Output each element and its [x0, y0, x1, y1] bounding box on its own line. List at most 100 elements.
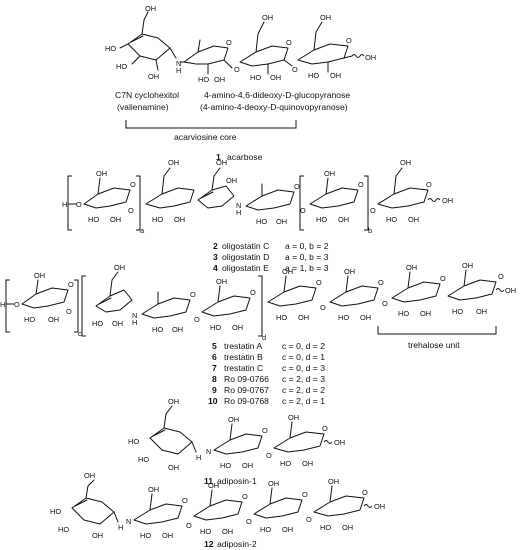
atom-label: HO [116, 62, 127, 71]
atom-label: O [190, 290, 196, 299]
atom-label: O [250, 288, 256, 297]
valienamine-annotation: C7N cyclohexitol [115, 90, 179, 100]
acarviosine-core-label: acarviosine core [174, 132, 237, 142]
atom-label: OH [92, 531, 103, 540]
atom-label: H [118, 523, 123, 532]
atom-label: OH [48, 315, 59, 324]
atom-label: O [226, 38, 232, 47]
compound-name: oligostatin D [222, 252, 269, 262]
compound-number: 10 [208, 396, 218, 406]
atom-label: O [294, 182, 300, 191]
atom-label: OH [342, 523, 353, 532]
atom-label: OH [114, 263, 125, 272]
oligostatin-structure: H O OH O HO OH a O OH HO OH OH OH N H O … [62, 158, 453, 235]
compound-params: c = 2, d = 2 [282, 385, 325, 395]
atom-label: HO [256, 217, 267, 226]
compound-name: oligostatin E [222, 263, 269, 273]
atom-label: HO [140, 531, 151, 540]
atom-label: HO [138, 455, 149, 464]
trestatin-legend: 5 trestatin A c = 0, d = 2 6 trestatin B… [208, 341, 325, 406]
atom-label: OH [328, 477, 339, 486]
atom-label: HO [398, 309, 409, 318]
compound-name: trestatin A [224, 341, 262, 351]
compound-name: Ro 09-0766 [224, 374, 269, 384]
compound-params: c = 2, d = 1 [282, 396, 325, 406]
adiposin-2-structure: OH HO HO OH H N OH O HO OH O OH O HO OH … [50, 471, 385, 540]
atom-label: HO [338, 313, 349, 322]
atom-label: OH [228, 415, 239, 424]
repeat-bracket-right [364, 175, 369, 231]
atom-label: O [362, 488, 368, 497]
atom-label: O [266, 451, 272, 460]
atom-label: HO [210, 323, 221, 332]
acarbose-structure: OH HO HO OH N H O HO OH O OH O HO OH O [105, 4, 376, 84]
atom-label: OH [338, 215, 349, 224]
atom-label: OH [145, 4, 156, 13]
compound-name: trestatin C [224, 363, 263, 373]
atom-label: OH [462, 261, 473, 270]
atom-label: OH [172, 325, 183, 334]
atom-label: OH [112, 319, 123, 328]
atom-label: HO [92, 319, 103, 328]
atom-label: H [62, 200, 67, 209]
repeat-bracket-right [258, 275, 263, 337]
compound-number: 3 [213, 252, 218, 262]
atom-label: HO [128, 437, 139, 446]
compound-number: 2 [213, 241, 218, 251]
atom-label: O [66, 307, 72, 316]
atom-label: HO [198, 75, 209, 84]
atom-label: OH [298, 313, 309, 322]
atom-label: OH [168, 158, 179, 167]
repeat-index-d: d [262, 333, 266, 342]
atom-label: N [132, 311, 137, 320]
atom-label: HO [88, 215, 99, 224]
atom-label: OH [330, 71, 341, 80]
atom-label: O [194, 315, 200, 324]
compound-number: 1 [216, 152, 221, 162]
atom-label: OH [174, 215, 185, 224]
atom-label: OH [282, 267, 293, 276]
atom-label: HO [276, 313, 287, 322]
atom-label: O [382, 299, 388, 308]
atom-label: OH [214, 75, 225, 84]
atom-label: O [186, 521, 192, 530]
atom-label: HO [308, 71, 319, 80]
atom-label: OH [216, 277, 227, 286]
atom-label: OH [282, 525, 293, 534]
atom-label: OH [226, 176, 237, 185]
compound-params: a = 0, b = 2 [285, 241, 329, 251]
repeat-index-c: c [78, 329, 82, 338]
atom-label: O [440, 274, 446, 283]
atom-label: HO [105, 44, 116, 53]
atom-label: O [316, 278, 322, 287]
repeat-index-b: b [368, 226, 372, 235]
atom-label: O [246, 517, 252, 526]
atom-label: HO [152, 325, 163, 334]
atom-label: HO [200, 527, 211, 536]
atom-label: O [68, 280, 74, 289]
compound-name: acarbose [227, 152, 263, 162]
adiposin-1-structure: OH HO HO OH H N OH O HO OH O OH O HO OH … [128, 397, 345, 472]
compound-name: Ro 09-0767 [224, 385, 269, 395]
atom-label: OH [96, 169, 107, 178]
valienamine-annotation: (valienamine) [117, 102, 169, 112]
atom-label: OH [222, 527, 233, 536]
trehalose-bracket [377, 326, 497, 335]
atom-label: O [358, 180, 364, 189]
atom-label: OH [344, 267, 355, 276]
compound-params: a = 1, b = 3 [285, 263, 329, 273]
compound-name: adiposin-2 [217, 539, 257, 549]
atom-label: H [176, 66, 181, 75]
atom-label: HO [452, 307, 463, 316]
atom-label: OH [476, 307, 487, 316]
atom-label: OH [505, 286, 516, 295]
atom-label: OH [232, 323, 243, 332]
atom-label: O [262, 426, 268, 435]
compound-name: Ro 09-0768 [224, 396, 269, 406]
atom-label: HO [58, 525, 69, 534]
glucose-ring-2 [297, 21, 353, 73]
atom-label: OH [148, 72, 159, 81]
acarviosine-bracket [125, 120, 297, 129]
compound-params: c = 0, d = 2 [282, 341, 325, 351]
repeat-bracket-left [5, 279, 10, 333]
